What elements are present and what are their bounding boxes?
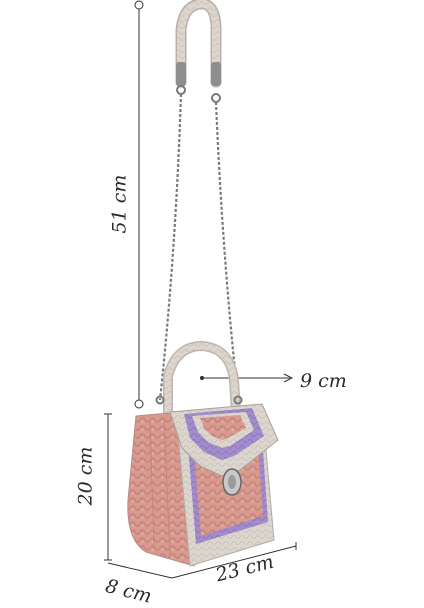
handle-drop-label: 9 cm xyxy=(300,370,347,392)
height-body-label: 20 cm xyxy=(74,446,97,506)
bag-flap xyxy=(169,403,279,496)
bag-side xyxy=(127,411,195,567)
chain xyxy=(158,93,240,401)
height-total-bottom-marker xyxy=(134,399,144,409)
strap xyxy=(175,0,222,103)
depth-line xyxy=(107,562,173,579)
handle-drop-dot xyxy=(199,375,205,381)
height-total-top-marker xyxy=(134,0,144,10)
top-handle xyxy=(155,340,243,417)
height-total-label: 51 cm xyxy=(108,174,131,234)
handle-drop-arrowhead xyxy=(283,373,294,383)
dimension-lines xyxy=(104,0,297,579)
width-line xyxy=(171,545,297,579)
